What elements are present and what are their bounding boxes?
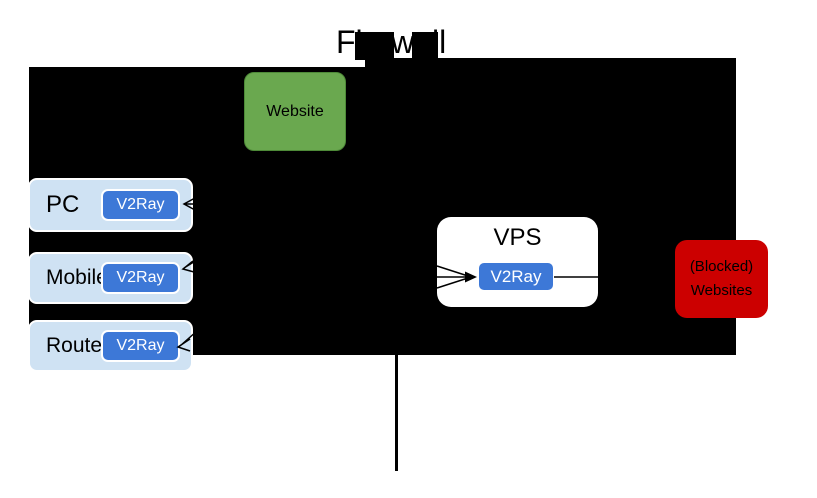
- pc-v2ray-label: V2Ray: [116, 196, 165, 213]
- router-label: Router: [46, 334, 110, 357]
- vps-v2ray-chip: V2Ray: [477, 261, 555, 292]
- website-label: Website: [266, 102, 324, 120]
- pc-label: PC: [46, 191, 80, 218]
- router-v2ray-chip: V2Ray: [101, 330, 180, 362]
- mobile-label: Mobile: [46, 266, 108, 289]
- website-node: Website: [244, 72, 346, 151]
- vps-v2ray-label: V2Ray: [490, 266, 542, 286]
- pc-v2ray-chip: V2Ray: [101, 189, 180, 221]
- router-v2ray-label: V2Ray: [116, 337, 165, 354]
- pc-node: PC V2Ray: [28, 178, 193, 232]
- blocked-label-line2: Websites: [690, 282, 753, 299]
- router-node: Router V2Ray: [28, 320, 193, 372]
- title-obscure-patch-left: [355, 32, 394, 60]
- title-obscure-patch-right: [412, 32, 438, 60]
- mobile-v2ray-label: V2Ray: [116, 269, 165, 286]
- mobile-node: Mobile V2Ray: [28, 252, 193, 304]
- blocked-websites-node: (Blocked) Websites: [675, 240, 768, 318]
- mobile-v2ray-chip: V2Ray: [101, 262, 180, 294]
- vps-node: VPS V2Ray: [437, 217, 598, 307]
- blocked-label-line1: (Blocked): [689, 258, 754, 275]
- blackout-band-top: [365, 58, 736, 68]
- vps-label: VPS: [493, 224, 542, 251]
